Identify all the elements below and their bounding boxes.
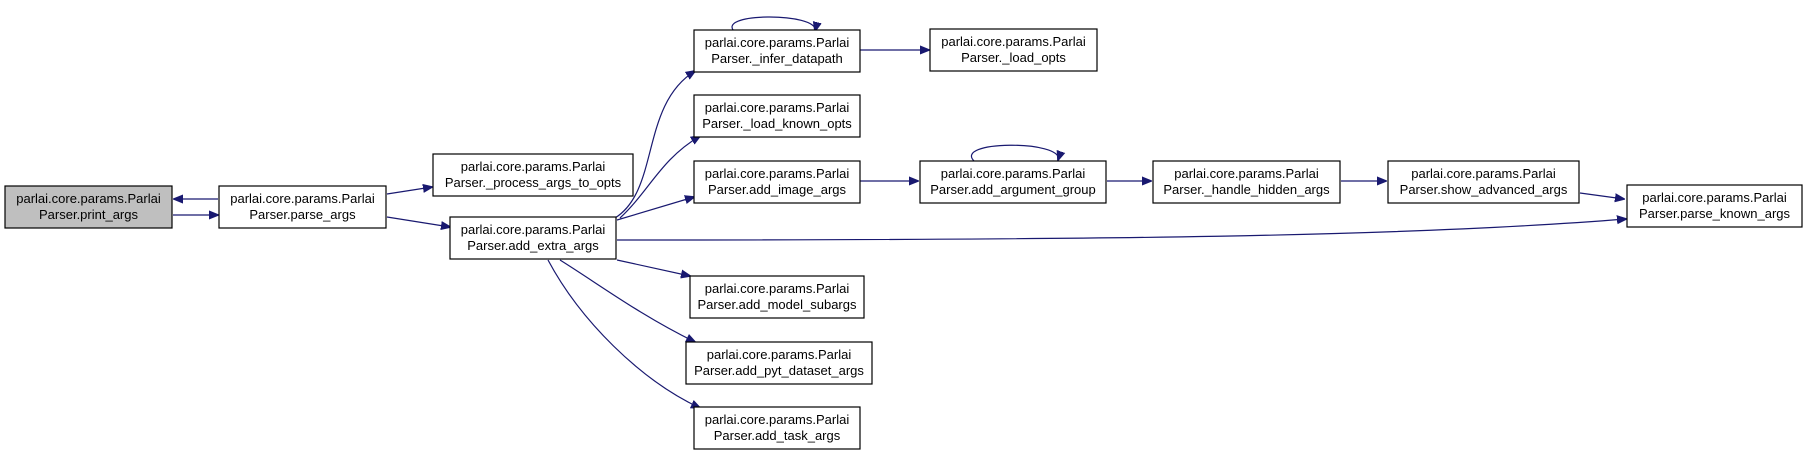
node-add-task-args-line1: parlai.core.params.Parlai	[705, 412, 850, 427]
node-process-args-to-opts[interactable]: parlai.core.params.Parlai Parser._proces…	[432, 153, 634, 197]
edge-add-extra-args-to-add-image-args	[616, 197, 694, 221]
edge-parse-args-to-process-args-to-opts	[386, 187, 432, 195]
edge-add-extra-args-to-parse-known-args	[616, 219, 1626, 241]
node-add-pyt-dataset-args-line1: parlai.core.params.Parlai	[707, 347, 852, 362]
node-add-argument-group-line1: parlai.core.params.Parlai	[941, 166, 1086, 181]
node-process-args-to-opts-line1: parlai.core.params.Parlai	[461, 159, 606, 174]
node-add-image-args-line2: Parser.add_image_args	[708, 182, 847, 197]
node-handle-hidden-args-line2: Parser._handle_hidden_args	[1163, 182, 1330, 197]
node-print-args-line1: parlai.core.params.Parlai	[16, 191, 161, 206]
node-add-model-subargs-line1: parlai.core.params.Parlai	[705, 281, 850, 296]
edge-infer-datapath-self	[731, 16, 815, 34]
node-load-known-opts[interactable]: parlai.core.params.Parlai Parser._load_k…	[693, 94, 861, 138]
node-add-argument-group-line2: Parser.add_argument_group	[930, 182, 1096, 197]
node-parse-args[interactable]: parlai.core.params.Parlai Parser.parse_a…	[218, 185, 387, 229]
edge-add-extra-args-to-add-task-args	[547, 259, 700, 408]
node-show-advanced-args-line1: parlai.core.params.Parlai	[1411, 166, 1556, 181]
node-add-model-subargs[interactable]: parlai.core.params.Parlai Parser.add_mod…	[689, 275, 865, 319]
node-add-task-args[interactable]: parlai.core.params.Parlai Parser.add_tas…	[693, 406, 861, 450]
edges	[173, 16, 1626, 408]
node-add-extra-args[interactable]: parlai.core.params.Parlai Parser.add_ext…	[449, 216, 617, 260]
node-infer-datapath-line2: Parser._infer_datapath	[711, 51, 843, 66]
node-handle-hidden-args[interactable]: parlai.core.params.Parlai Parser._handle…	[1152, 160, 1341, 204]
edge-add-argument-group-self	[971, 144, 1058, 163]
node-add-pyt-dataset-args-line2: Parser.add_pyt_dataset_args	[694, 363, 864, 378]
node-parse-known-args-line2: Parser.parse_known_args	[1639, 206, 1791, 221]
edge-add-extra-args-to-infer-datapath	[614, 71, 695, 219]
node-add-model-subargs-line2: Parser.add_model_subargs	[698, 297, 857, 312]
node-infer-datapath[interactable]: parlai.core.params.Parlai Parser._infer_…	[693, 29, 861, 73]
node-parse-known-args-line1: parlai.core.params.Parlai	[1642, 190, 1787, 205]
edge-show-advanced-args-to-parse-known-args	[1579, 192, 1624, 199]
node-print-args[interactable]: parlai.core.params.Parlai Parser.print_a…	[4, 185, 173, 229]
node-load-known-opts-line1: parlai.core.params.Parlai	[705, 100, 850, 115]
edge-add-extra-args-to-add-model-subargs	[616, 259, 690, 276]
node-load-opts-line2: Parser._load_opts	[961, 50, 1066, 65]
node-load-opts-line1: parlai.core.params.Parlai	[941, 34, 1086, 49]
node-load-known-opts-line2: Parser._load_known_opts	[702, 116, 852, 131]
node-handle-hidden-args-line1: parlai.core.params.Parlai	[1174, 166, 1319, 181]
node-add-image-args[interactable]: parlai.core.params.Parlai Parser.add_ima…	[693, 160, 861, 204]
node-parse-args-line1: parlai.core.params.Parlai	[230, 191, 375, 206]
node-parse-args-line2: Parser.parse_args	[249, 207, 356, 222]
edge-add-extra-args-to-load-known-opts	[619, 136, 700, 219]
node-print-args-line2: Parser.print_args	[39, 207, 138, 222]
node-add-argument-group[interactable]: parlai.core.params.Parlai Parser.add_arg…	[919, 160, 1107, 204]
node-show-advanced-args-line2: Parser.show_advanced_args	[1400, 182, 1568, 197]
node-add-pyt-dataset-args[interactable]: parlai.core.params.Parlai Parser.add_pyt…	[685, 341, 873, 385]
node-infer-datapath-line1: parlai.core.params.Parlai	[705, 35, 850, 50]
node-show-advanced-args[interactable]: parlai.core.params.Parlai Parser.show_ad…	[1387, 160, 1580, 204]
edge-parse-args-to-add-extra-args	[386, 216, 450, 227]
node-process-args-to-opts-line2: Parser._process_args_to_opts	[445, 175, 622, 190]
node-parse-known-args[interactable]: parlai.core.params.Parlai Parser.parse_k…	[1626, 184, 1803, 228]
node-add-image-args-line1: parlai.core.params.Parlai	[705, 166, 850, 181]
node-add-extra-args-line2: Parser.add_extra_args	[467, 238, 599, 253]
node-add-task-args-line2: Parser.add_task_args	[714, 428, 841, 443]
node-load-opts[interactable]: parlai.core.params.Parlai Parser._load_o…	[929, 28, 1098, 72]
nodes: parlai.core.params.Parlai Parser.print_a…	[4, 28, 1803, 450]
node-add-extra-args-line1: parlai.core.params.Parlai	[461, 222, 606, 237]
edge-add-extra-args-to-add-pyt-dataset-args	[559, 259, 695, 342]
